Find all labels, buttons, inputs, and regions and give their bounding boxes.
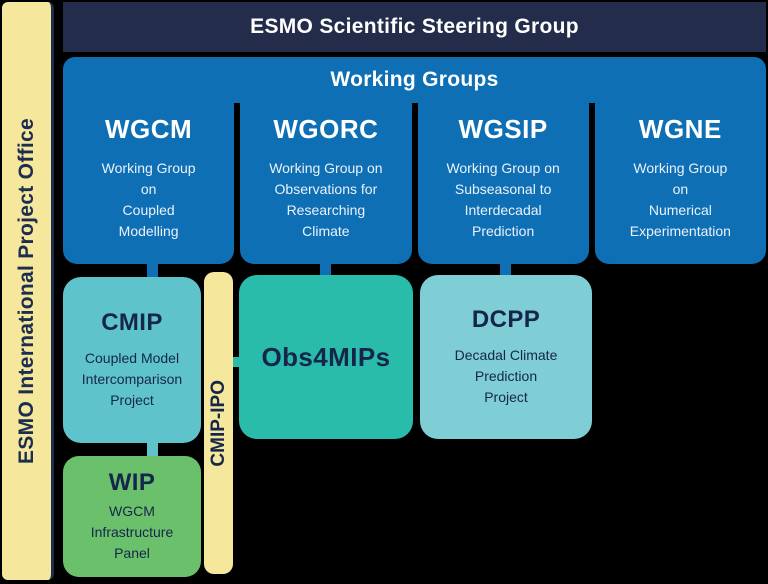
project-abbr: WIP bbox=[108, 469, 156, 496]
project-abbr: CMIP bbox=[101, 309, 163, 336]
group-name-line: on bbox=[140, 181, 157, 197]
connector-wgcm-cmip bbox=[147, 260, 158, 280]
group-name-line: Numerical bbox=[648, 202, 712, 218]
group-box-wgne: WGNE Working Group on Numerical Experime… bbox=[594, 103, 766, 264]
project-name-line: Project bbox=[110, 392, 154, 408]
group-name-line: Experimentation bbox=[629, 223, 731, 239]
connector-cmipipo-obs4mips bbox=[230, 357, 242, 367]
project-name-line: Prediction bbox=[474, 368, 538, 384]
group-name-line: Climate bbox=[302, 223, 350, 239]
group-name-line: Working Group bbox=[101, 160, 196, 176]
group-name-line: on bbox=[672, 181, 689, 197]
project-name-line: Panel bbox=[114, 545, 150, 561]
project-box-cmip: CMIP Coupled Model Intercomparison Proje… bbox=[63, 277, 201, 443]
group-name-line: Modelling bbox=[118, 223, 179, 239]
working-groups-columns: WGCM Working Group on Coupled Modelling … bbox=[63, 103, 766, 264]
group-name-line: Coupled bbox=[122, 202, 175, 218]
group-abbr: WGORC bbox=[273, 114, 379, 144]
project-name-line: Decadal Climate bbox=[454, 347, 558, 363]
group-name-line: Interdecadal bbox=[464, 202, 542, 218]
project-name-line: Intercomparison bbox=[81, 371, 183, 387]
cmip-ipo-label: CMIP-IPO bbox=[207, 379, 229, 467]
group-abbr: WGNE bbox=[638, 114, 722, 144]
project-abbr: Obs4MIPs bbox=[261, 341, 391, 372]
group-name-line: Working Group on bbox=[446, 160, 560, 176]
group-abbr: WGCM bbox=[105, 114, 193, 144]
project-box-dcpp: DCPP Decadal Climate Prediction Project bbox=[420, 275, 592, 439]
connector-wgsip-dcpp bbox=[500, 260, 511, 278]
working-groups-block: Working Groups WGCM Working Group on Cou… bbox=[63, 57, 766, 264]
project-name-line: WGCM bbox=[109, 503, 155, 519]
steering-group-title: ESMO Scientific Steering Group bbox=[250, 15, 579, 38]
steering-group-header: ESMO Scientific Steering Group bbox=[63, 2, 766, 52]
connector-wgorc-obs4mips bbox=[320, 260, 331, 278]
project-name-line: Infrastructure bbox=[90, 524, 174, 540]
working-groups-title: Working Groups bbox=[330, 68, 499, 91]
group-name-line: Researching bbox=[286, 202, 366, 218]
group-name-line: Subseasonal to bbox=[454, 181, 552, 197]
esmo-international-project-office-label: ESMO International Project Office bbox=[14, 118, 38, 464]
group-name-line: Working Group on bbox=[269, 160, 383, 176]
group-abbr: WGSIP bbox=[458, 114, 548, 144]
working-groups-header: Working Groups bbox=[63, 57, 766, 103]
group-box-wgcm: WGCM Working Group on Coupled Modelling bbox=[63, 103, 235, 264]
esmo-international-project-office-bar: ESMO International Project Office bbox=[2, 2, 54, 580]
group-name-line: Working Group bbox=[633, 160, 728, 176]
project-box-obs4mips: Obs4MIPs bbox=[239, 275, 413, 439]
group-name-line: Observations for bbox=[274, 181, 378, 197]
group-box-wgorc: WGORC Working Group on Observations for … bbox=[240, 103, 412, 264]
project-abbr: DCPP bbox=[471, 306, 541, 333]
group-box-wgsip: WGSIP Working Group on Subseasonal to In… bbox=[417, 103, 589, 264]
cmip-ipo-bar: CMIP-IPO bbox=[204, 272, 233, 574]
project-box-wip: WIP WGCM Infrastructure Panel bbox=[63, 456, 201, 577]
group-name-line: Prediction bbox=[471, 223, 535, 239]
project-name-line: Project bbox=[484, 389, 528, 405]
connector-cmip-wip bbox=[147, 440, 158, 459]
project-name-line: Coupled Model bbox=[84, 350, 180, 366]
